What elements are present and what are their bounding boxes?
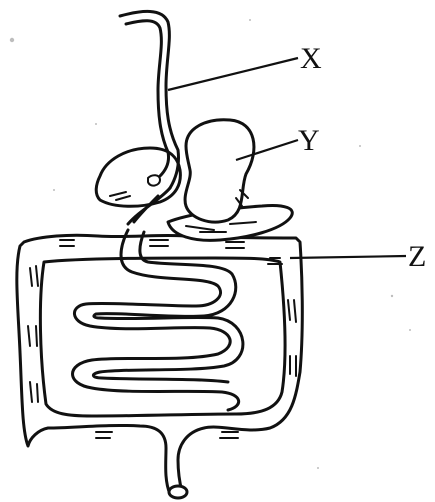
- large-intestine: [17, 235, 302, 498]
- leader-line-z: [290, 256, 406, 258]
- label-x: X: [300, 42, 322, 75]
- label-y: Y: [298, 124, 320, 157]
- label-z: Z: [408, 240, 426, 273]
- leader-line-x: [168, 58, 298, 90]
